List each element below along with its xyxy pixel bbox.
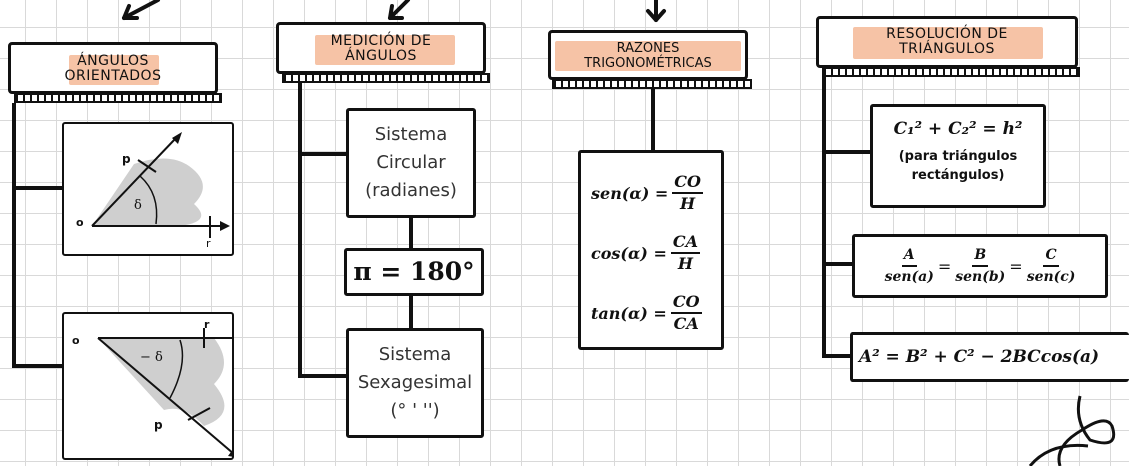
sistema-sexagesimal-text: Sistema Sexagesimal (° ' '') xyxy=(357,344,473,421)
razon-lhs: cos(α) = xyxy=(591,243,667,263)
header-angulos-orientados: ÁNGULOS ORIENTADOS xyxy=(8,42,218,94)
sistema-circular-box: Sistema Circular (radianes) xyxy=(346,108,476,218)
razon-lhs: sen(α) = xyxy=(591,183,669,203)
cosine-law-box: A² = B² + C² − 2BCcos(a) xyxy=(850,332,1129,382)
cosine-law-equation: A² = B² + C² − 2BCcos(a) xyxy=(859,347,1100,367)
negative-angle-diagram xyxy=(97,328,232,457)
razon-num: CA xyxy=(670,232,701,254)
label-r: r xyxy=(206,237,211,250)
label-o: o xyxy=(72,334,80,347)
razon-den: H xyxy=(677,254,693,273)
sistema-circular-text: Sistema Circular (radianes) xyxy=(365,124,457,201)
pythagoras-box: C₁² + C₂² = h² (para triángulos rectángu… xyxy=(870,104,1046,208)
razon-num: CO xyxy=(672,172,703,194)
positive-angle-diagram xyxy=(91,132,230,238)
sine-law-num: A xyxy=(901,245,917,267)
label-p: p xyxy=(122,152,131,166)
pi-equation: π = 180° xyxy=(353,257,475,286)
razon-den: CA xyxy=(673,314,699,333)
pythagoras-note: (para triángulos rectángulos) xyxy=(898,149,1018,183)
header-title: RESOLUCIÓN DE TRIÁNGULOS xyxy=(886,26,1008,57)
arrow-head-3 xyxy=(646,9,666,22)
sine-law-eq: = xyxy=(1009,256,1023,276)
top-arrows xyxy=(122,0,666,22)
pythagoras-equation: C₁² + C₂² = h² xyxy=(893,119,1023,139)
header-title: RAZONES TRIGONOMÉTRICAS xyxy=(584,41,712,71)
decorative-loop xyxy=(1028,395,1116,466)
razon-den: H xyxy=(680,194,696,213)
header-stripe xyxy=(282,73,490,83)
sistema-sexagesimal-box: Sistema Sexagesimal (° ' '') xyxy=(346,328,484,438)
header-title: ÁNGULOS ORIENTADOS xyxy=(64,53,162,84)
pi-equals-180-box: π = 180° xyxy=(344,248,484,296)
header-title: MEDICIÓN DE ÁNGULOS xyxy=(330,33,432,64)
label-r: r xyxy=(204,318,210,331)
sine-law-num: B xyxy=(972,245,989,267)
figure-positive-angle: p δ o r xyxy=(62,122,234,256)
label-neg-delta: − δ xyxy=(140,350,163,365)
razon-num: CO xyxy=(670,292,702,314)
arrow-head-2 xyxy=(388,4,404,20)
sine-law-num: C xyxy=(1043,245,1059,267)
sine-law-den: sen(b) xyxy=(955,269,1006,285)
header-medicion: MEDICIÓN DE ÁNGULOS xyxy=(276,22,486,74)
header-stripe xyxy=(552,79,752,89)
razon-lhs: tan(α) = xyxy=(591,303,667,323)
figure-negative-angle: o r − δ p xyxy=(62,312,234,460)
header-stripe xyxy=(14,93,222,103)
sine-law-den: sen(c) xyxy=(1026,269,1076,285)
label-delta: δ xyxy=(134,198,142,213)
header-resolucion: RESOLUCIÓN DE TRIÁNGULOS xyxy=(816,16,1078,68)
sine-law-den: sen(a) xyxy=(884,269,934,285)
header-razones: RAZONES TRIGONOMÉTRICAS xyxy=(548,30,748,80)
label-o: o xyxy=(76,216,84,229)
header-stripe xyxy=(822,67,1080,77)
label-p: p xyxy=(154,418,163,432)
sine-law-eq: = xyxy=(937,256,952,276)
arrow-head-1 xyxy=(122,4,139,20)
